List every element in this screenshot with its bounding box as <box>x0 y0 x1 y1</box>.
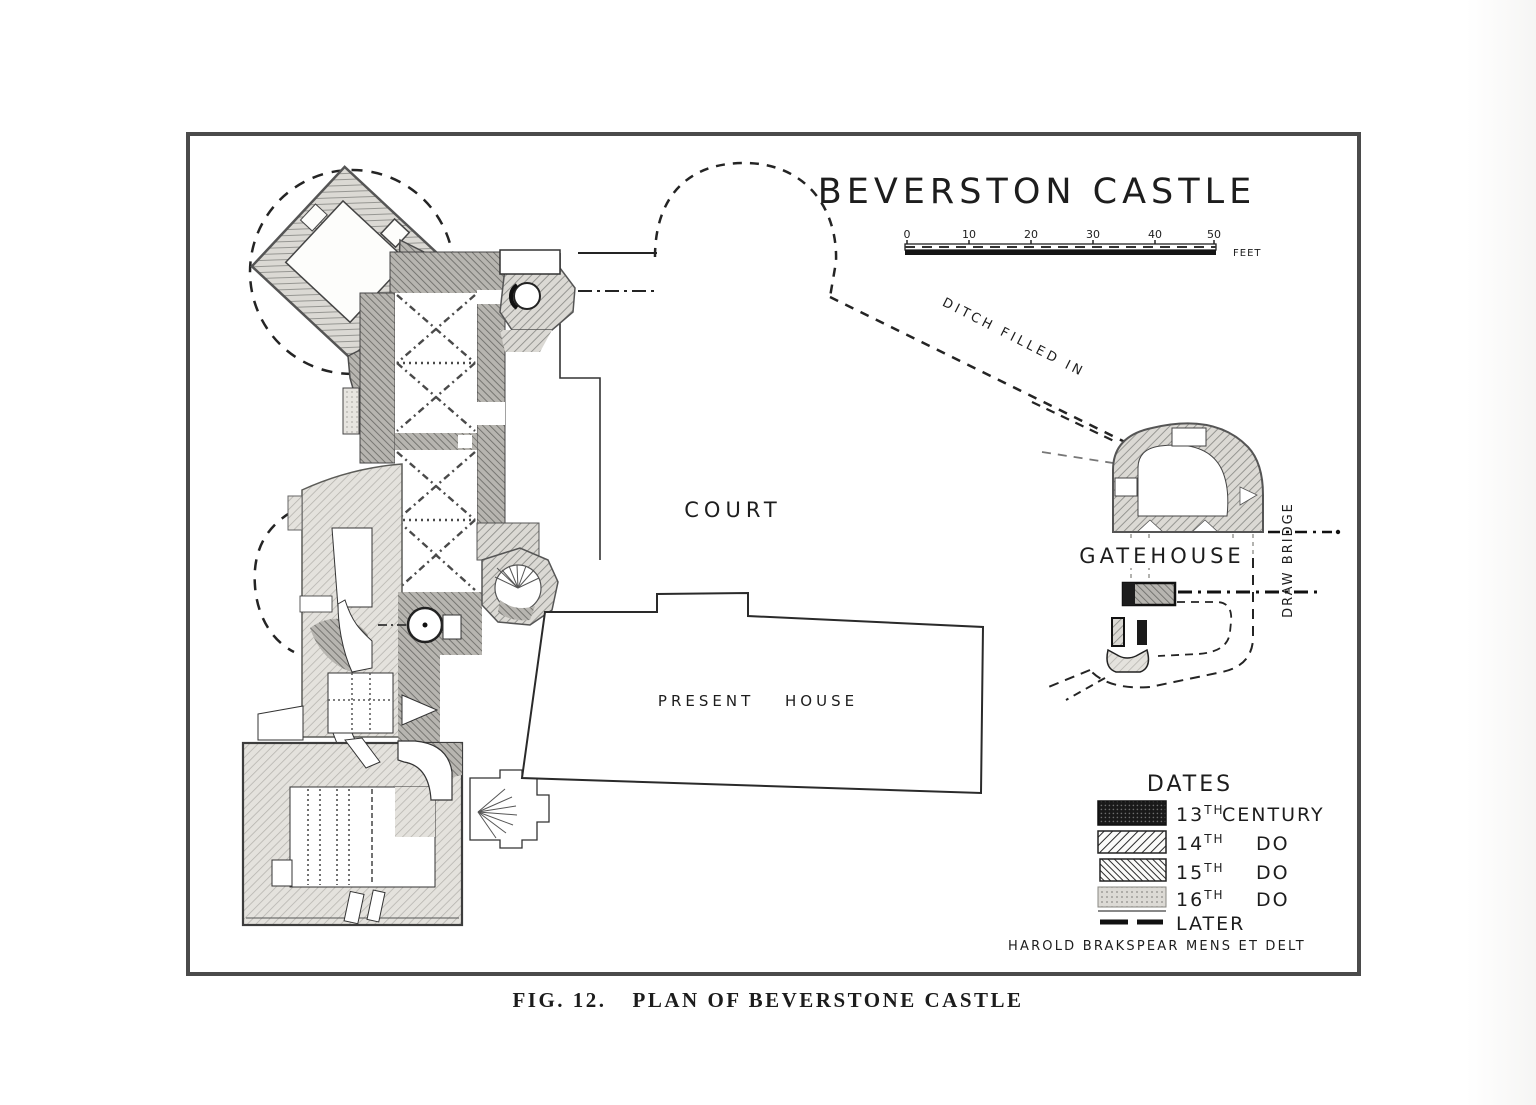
gate-pier-turret <box>1106 648 1150 673</box>
legend-label-13th: 13TH <box>1176 803 1225 826</box>
legend-word-13th: CENTURY <box>1222 804 1325 826</box>
scale-tick-0: 0 <box>904 228 911 241</box>
legend-word-14th: DO <box>1256 833 1290 855</box>
legend-label-15th: 15TH <box>1176 861 1225 884</box>
plan-title: BEVERSTON CASTLE <box>818 172 1257 212</box>
credit-latin: MENS ET DELT <box>1186 939 1306 954</box>
later-rooms <box>327 672 394 734</box>
scale-tick-30: 30 <box>1086 228 1100 241</box>
credit-name: HAROLD BRAKSPEAR <box>1008 939 1180 954</box>
gatehouse-label: GATEHOUSE <box>1079 544 1244 568</box>
legend-word-15th: DO <box>1256 862 1290 884</box>
scale-tick-20: 20 <box>1024 228 1038 241</box>
octagon-stair-turret <box>476 522 559 626</box>
joist-lines <box>307 789 373 885</box>
north-east-turret <box>499 249 576 352</box>
light-well <box>401 694 439 726</box>
court-label: COURT <box>684 498 781 522</box>
keep-wall-recess <box>379 217 411 249</box>
spiral-stair-fan <box>494 564 540 589</box>
ditch-outline <box>497 161 1128 464</box>
legend-swatch-15th <box>1099 858 1167 882</box>
south-block <box>241 737 550 927</box>
drawbridge-label: DRAW BRIDGE <box>1281 502 1296 618</box>
scale-tick-40: 40 <box>1148 228 1162 241</box>
page-scan-shading <box>1466 0 1536 1105</box>
scale-tick-10: 10 <box>962 228 976 241</box>
later-porch <box>499 249 561 275</box>
legend-swatch-14th <box>1097 830 1167 854</box>
figure-title: PLAN OF BEVERSTONE CASTLE <box>632 988 1024 1012</box>
scale-tick-50: 50 <box>1207 228 1221 241</box>
vault-rib-lines <box>396 294 476 591</box>
legend-swatch-16th <box>1097 886 1167 908</box>
legend-word-16th: DO <box>1256 889 1290 911</box>
curved-stair <box>397 740 453 801</box>
legend-label-16th: 16TH <box>1176 888 1225 911</box>
legend-title: DATES <box>1147 772 1233 797</box>
legend-swatch-13th <box>1097 800 1167 826</box>
present-house-label: PRESENT HOUSE <box>658 692 858 710</box>
legend-label-14th: 14TH <box>1176 832 1225 855</box>
main-range <box>342 251 506 592</box>
figure-caption: FIG. 12. PLAN OF BEVERSTONE CASTLE <box>0 988 1536 1013</box>
curved-passage <box>337 599 373 673</box>
scale-bar: 0 10 20 30 40 50 FEET <box>904 228 1262 259</box>
stair-fan-lines <box>477 788 518 839</box>
figure-number: FIG. 12. <box>512 988 607 1012</box>
dates-legend: DATES 13TH CENTURY 14TH DO 15TH DO 16TH … <box>1097 772 1325 935</box>
gatehouse: GATEHOUSE DRAW BRIDGE <box>1045 422 1341 701</box>
range-west-annex <box>342 387 360 435</box>
scale-unit: FEET <box>1233 248 1262 259</box>
legend-word-later: LATER <box>1176 913 1245 935</box>
present-house-outline <box>520 591 985 795</box>
